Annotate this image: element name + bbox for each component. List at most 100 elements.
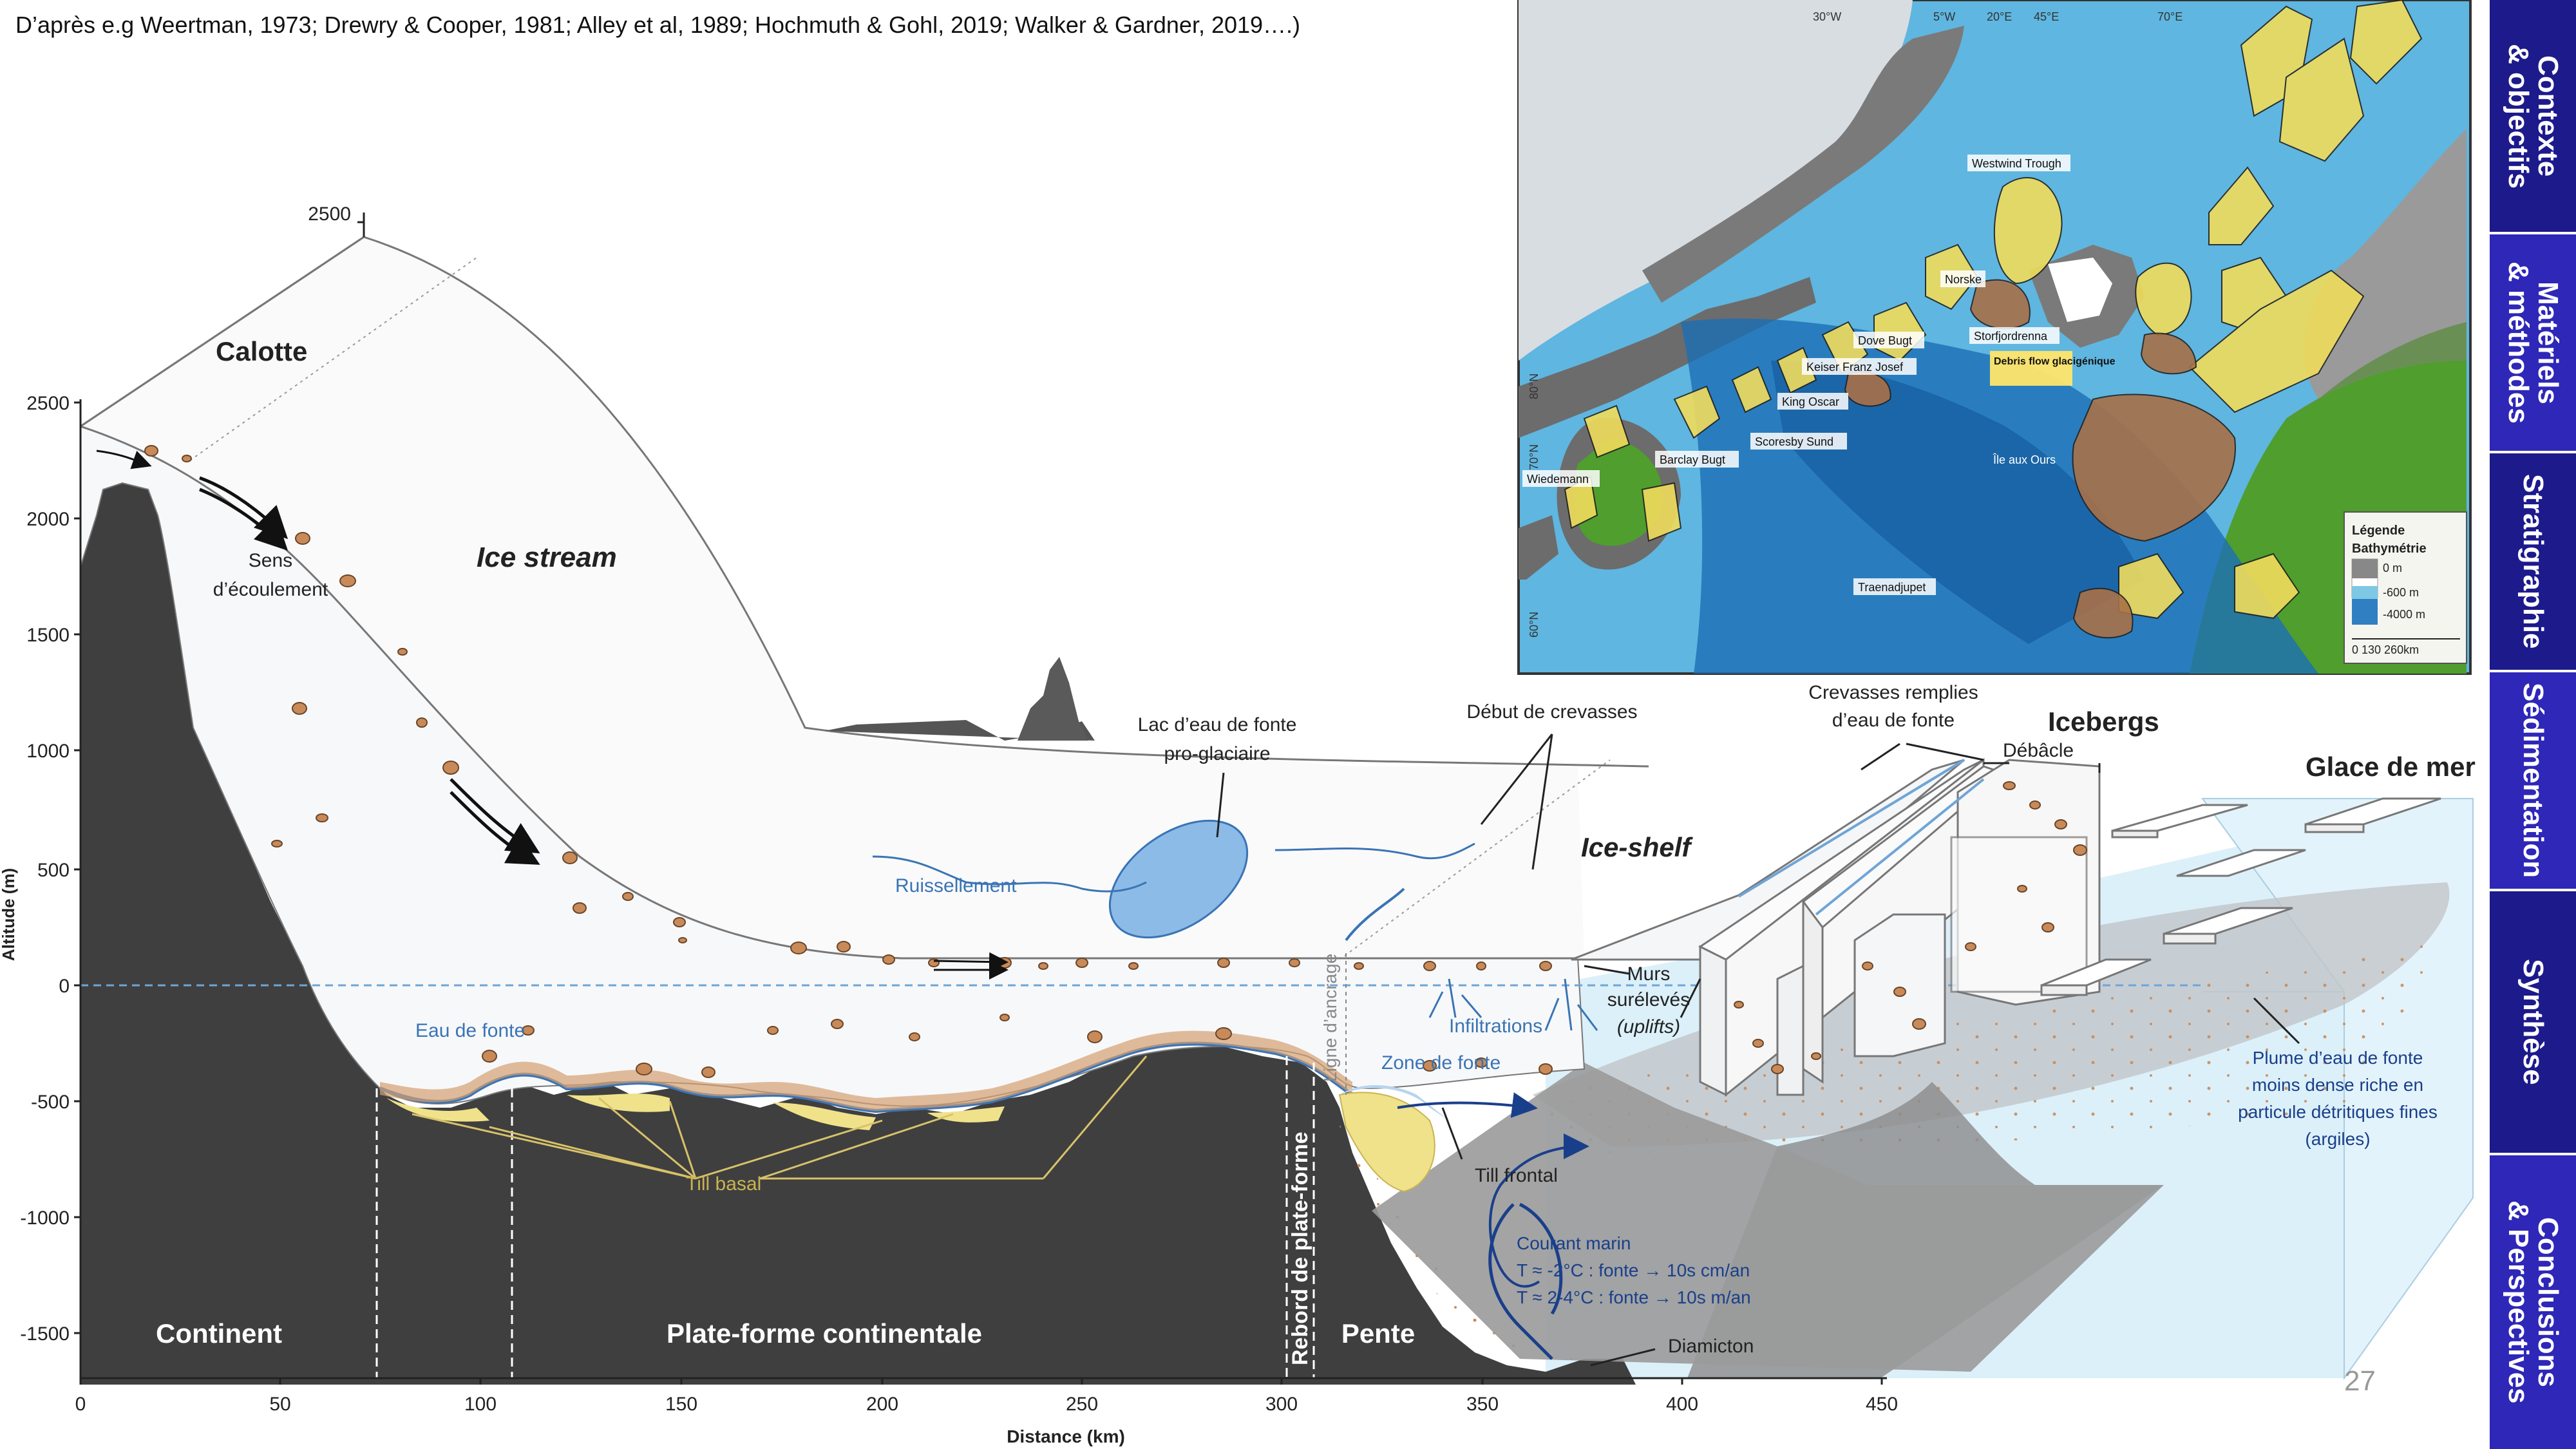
iceberg-clasts [1734,781,2087,1074]
crevasse-water [1738,759,1985,916]
label-debacle: Débâcle [2003,740,2074,761]
label-glace-de-mer: Glace de mer [2306,752,2476,782]
label-ice-stream: Ice stream [477,542,617,573]
y-tick-label: -1000 [20,1208,70,1229]
map-lon-label: 5°W [1933,10,1955,23]
nav-tab-label: Contexte & objectifs [2503,43,2564,189]
label-continent: Continent [156,1318,282,1349]
map-legend: Légende Bathymétrie 0 m -600 m -4000 m 0… [2344,511,2467,664]
map-place: Wiedemann [1527,473,1589,486]
x-tick-label: 400 [1666,1394,1698,1415]
y-tick-label: -500 [31,1092,70,1113]
label-eau-de-fonte: Eau de fonte [415,1020,525,1041]
map-lat-label: 70°N [1528,444,1540,470]
label-crevasses-1: Crevasses remplies [1808,682,1978,703]
map-lon-label: 30°W [1813,10,1841,23]
label-plume-3: particule détritiques fines [2238,1102,2438,1122]
legend-title: Légende [2352,524,2405,538]
label-rebord: Rebord de plate-forme [1288,1132,1312,1365]
label-lac-2: pro-glaciaire [1164,743,1270,764]
map-place: Île aux Ours [1993,453,2056,466]
map-lon-label: 45°E [2034,10,2059,23]
ice-shelf-blocks [1571,757,2441,1097]
nav-tab-label: Sédimentation [2517,683,2550,878]
map-inset: Légende Bathymétrie 0 m -600 m -4000 m 0… [1517,0,2472,675]
label-plume-4: (argiles) [2305,1129,2370,1149]
diagram-labels: Calotte Ice stream Sens d’écoulement Lac… [156,336,2476,1365]
nav-tab-sedimentation[interactable]: Sédimentation [2490,672,2576,889]
legend-item: -4000 m [2383,608,2425,621]
label-lac-1: Lac d’eau de fonte [1138,714,1297,735]
label-debut-crevasses: Début de crevasses [1466,701,1637,723]
label-courant-2: T ≈ -2°C : fonte → 10s cm/an [1517,1260,1750,1280]
nav-tab-label: Synthèse [2517,959,2550,1085]
x-tick-label: 250 [1066,1394,1098,1415]
citation-text: D’après e.g Weertman, 1973; Drewry & Coo… [15,12,1301,38]
till-leaders [412,1056,1148,1180]
map-place: Scoresby Sund [1755,435,1833,448]
y-axis-title: Altitude (m) [0,868,18,961]
map-place: Barclay Bugt [1660,453,1725,466]
legend-item: -600 m [2383,586,2419,599]
x-tick-label: 200 [866,1394,898,1415]
map-place: Dove Bugt [1858,334,1912,347]
label-plume-1: Plume d’eau de fonte [2253,1048,2423,1068]
map-place: King Oscar [1782,395,1839,408]
nav-tab-stratigraphie[interactable]: Stratigraphie [2490,453,2576,670]
nav-tab-synthese[interactable]: Synthèse [2490,891,2576,1153]
label-pente: Pente [1341,1318,1415,1349]
map-lon-label: 70°E [2157,10,2183,23]
map-place: Traenadjupet [1858,581,1926,594]
y-tick-label: 1500 [26,625,70,646]
nav-tab-materiels[interactable]: Matériels & méthodes [2490,234,2576,451]
x-tick-label: 450 [1866,1394,1898,1415]
map-lat-label: 80°N [1528,374,1540,399]
x-axis: 0 50 100 150 200 250 300 350 400 450 Dis… [75,1377,1898,1446]
map-lat-label: 60°N [1528,612,1540,638]
label-murs-2: surélevés [1607,989,1690,1010]
label-flow-2: d’écoulement [213,579,328,600]
top-axis-label: 2500 [308,204,351,225]
label-infiltrations: Infiltrations [1449,1016,1542,1037]
label-murs-3: (uplifts) [1617,1016,1680,1037]
leader-lines [1216,734,2300,1367]
label-plateforme: Plate-forme continentale [667,1318,982,1349]
proglacial-lake [872,819,1598,1031]
label-murs-1: Murs [1627,963,1671,985]
map-place: Debris flow glacigénique [1994,356,2116,367]
y-tick-label: 0 [59,976,70,997]
map-place: Westwind Trough [1972,157,2061,170]
x-tick-label: 350 [1466,1394,1499,1415]
label-ruissellement: Ruissellement [895,875,1017,896]
label-till-frontal: Till frontal [1475,1165,1558,1186]
label-plume-2: moins dense riche en [2252,1075,2423,1095]
label-crevasses-2: d’eau de fonte [1832,710,1955,731]
y-tick-label: -1500 [20,1323,70,1345]
label-ligne-ancrage: Ligne d’ancrage [1320,954,1340,1082]
nav-tab-label: Matériels & méthodes [2503,261,2564,424]
label-flow-1: Sens [249,550,292,571]
nav-tab-contexte[interactable]: Contexte & objectifs [2490,0,2576,232]
label-till-basal: Till basal [686,1173,761,1195]
map-place: Norske [1945,273,1982,286]
legend-item: 0 m [2383,562,2402,574]
y-tick-label: 2500 [26,393,70,414]
x-tick-label: 300 [1265,1394,1298,1415]
map-lon-label: 20°E [1987,10,2012,23]
nav-tab-label: Conclusions & Perspectives [2503,1200,2564,1404]
x-tick-label: 100 [464,1394,497,1415]
label-diamicton: Diamicton [1668,1336,1754,1357]
legend-scale: 0 130 260km [2352,643,2419,656]
map-place: Keiser Franz Josef [1806,361,1904,374]
label-zone-de-fonte: Zone de fonte [1381,1052,1501,1074]
nav-tab-conclusions[interactable]: Conclusions & Perspectives [2490,1155,2576,1449]
y-tick-label: 2000 [26,509,70,530]
flow-arrows [96,450,1009,980]
label-icebergs: Icebergs [2048,706,2159,737]
label-courant-3: T ≈ 2-4°C : fonte → 10s m/an [1517,1287,1751,1307]
x-tick-label: 150 [665,1394,697,1415]
map-place: Storfjordrenna [1974,330,2048,343]
top-axis: 2500 [308,204,365,237]
y-axis: 2500 2000 1500 1000 500 0 -500 -1000 -15… [0,393,82,1378]
